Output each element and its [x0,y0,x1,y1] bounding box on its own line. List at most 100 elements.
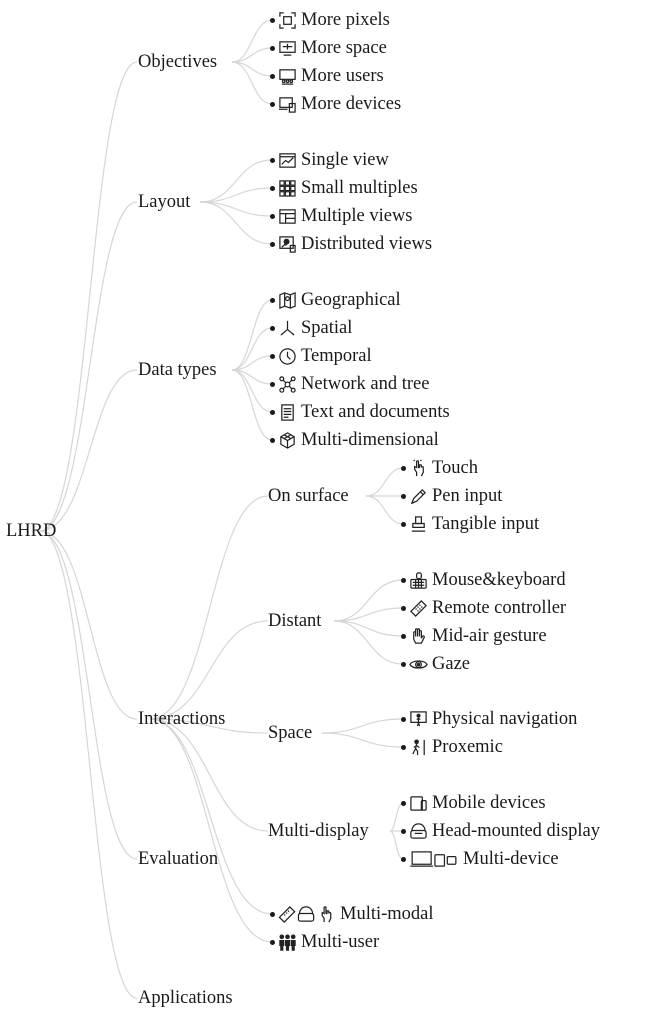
pen-icon [409,487,428,506]
walking-at-display-icon [409,710,428,729]
category-layout: Layout [138,192,191,212]
bullet [401,800,406,806]
subcategory-multi-display: Multi-display [268,821,369,841]
axes-3d-icon [278,319,297,338]
root-label: LHRD [6,521,57,541]
person-near-display-icon [409,738,428,757]
subcategory-on-surface: On surface [268,486,349,506]
cube-icon [278,431,297,450]
leaf-touch: Touch [401,457,478,479]
leaf-head-mounted-display: Head-mounted display [401,820,600,842]
category-data-types: Data types [138,360,217,380]
leaf-more-devices: More devices [270,93,401,115]
category-evaluation: Evaluation [138,849,219,869]
grid-icon [278,179,297,198]
leaf-label: Touch [432,458,478,478]
touch-hand-icon [409,459,428,478]
leaf-label: Temporal [301,346,372,366]
bullet [270,185,275,191]
multi-device-icon [409,850,459,869]
leaf-label: Multi-dimensional [301,430,439,450]
leaf-pen-input: Pen input [401,485,502,507]
leaf-temporal: Temporal [270,345,372,367]
leaf-multi-modal: Multi-modal [270,903,434,925]
leaf-mouse-keyboard: Mouse&keyboard [401,569,566,591]
leaf-more-pixels: More pixels [270,9,390,31]
eye-icon [409,655,428,674]
leaf-label: More devices [301,94,402,114]
leaf-label: Spatial [301,318,353,338]
leaf-multi-dimensional: Multi-dimensional [270,429,439,451]
leaf-geographical: Geographical [270,289,401,311]
clock-icon [278,347,297,366]
multi-modal-icon [278,905,336,924]
line-chart-window-icon [278,151,297,170]
split-window-icon [278,207,297,226]
bullet [401,856,406,862]
group-display-icon [278,67,297,86]
leaf-label: Physical navigation [432,709,578,729]
bullet [401,521,406,527]
bullet [270,437,275,443]
category-applications: Applications [138,988,233,1008]
bullet [270,17,275,23]
leaf-spatial: Spatial [270,317,352,339]
users-icon [278,933,297,952]
leaf-label: Mid-air gesture [432,626,547,646]
leaf-text-and-documents: Text and documents [270,401,450,423]
leaf-label: Head-mounted display [432,821,600,841]
bullet [270,241,275,247]
leaf-label: Remote controller [432,598,567,618]
bullet [270,297,275,303]
bullet [270,911,275,917]
leaf-mobile-devices: Mobile devices [401,792,546,814]
leaf-label: More users [301,66,384,86]
keyboard-mouse-icon [409,571,428,590]
leaf-more-users: More users [270,65,384,87]
leaf-label: Mobile devices [432,793,546,813]
bullet [270,381,275,387]
leaf-remote-controller: Remote controller [401,597,566,619]
bullet [270,73,275,79]
bullet [270,213,275,219]
subcategory-space: Space [268,723,313,743]
bullet [401,716,406,722]
subcategory-distant: Distant [268,611,322,631]
open-hand-icon [409,627,428,646]
vr-headset-icon [409,822,428,841]
leaf-label: More pixels [301,10,390,30]
leaf-mid-air-gesture: Mid-air gesture [401,625,547,647]
leaf-label: Gaze [432,654,470,674]
leaf-multi-device: Multi-device [401,848,559,870]
category-objectives: Objectives [138,52,218,72]
leaf-label: More space [301,38,387,58]
leaf-physical-navigation: Physical navigation [401,708,577,730]
bullet [270,101,275,107]
leaf-label: Multi-user [301,932,380,952]
bullet [401,605,406,611]
leaf-label: Multi-modal [340,904,434,924]
leaf-label: Small multiples [301,178,418,198]
network-icon [278,375,297,394]
leaf-gaze: Gaze [401,653,470,675]
bullet [401,744,406,750]
leaf-label: Mouse&keyboard [432,570,566,590]
bullet [401,661,406,667]
devices-icon [278,95,297,114]
leaf-label: Pen input [432,486,503,506]
leaf-distributed-views: Distributed views [270,233,432,255]
bullet [401,633,406,639]
bullet [401,465,406,471]
bullet [270,157,275,163]
leaf-label: Geographical [301,290,401,310]
leaf-tangible-input: Tangible input [401,513,539,535]
leaf-label: Distributed views [301,234,433,254]
leaf-network-and-tree: Network and tree [270,373,429,395]
document-icon [278,403,297,422]
leaf-label: Tangible input [432,514,540,534]
leaf-label: Single view [301,150,389,170]
tablet-phone-icon [409,794,428,813]
leaf-label: Proxemic [432,737,503,757]
leaf-multi-user: Multi-user [270,931,379,953]
